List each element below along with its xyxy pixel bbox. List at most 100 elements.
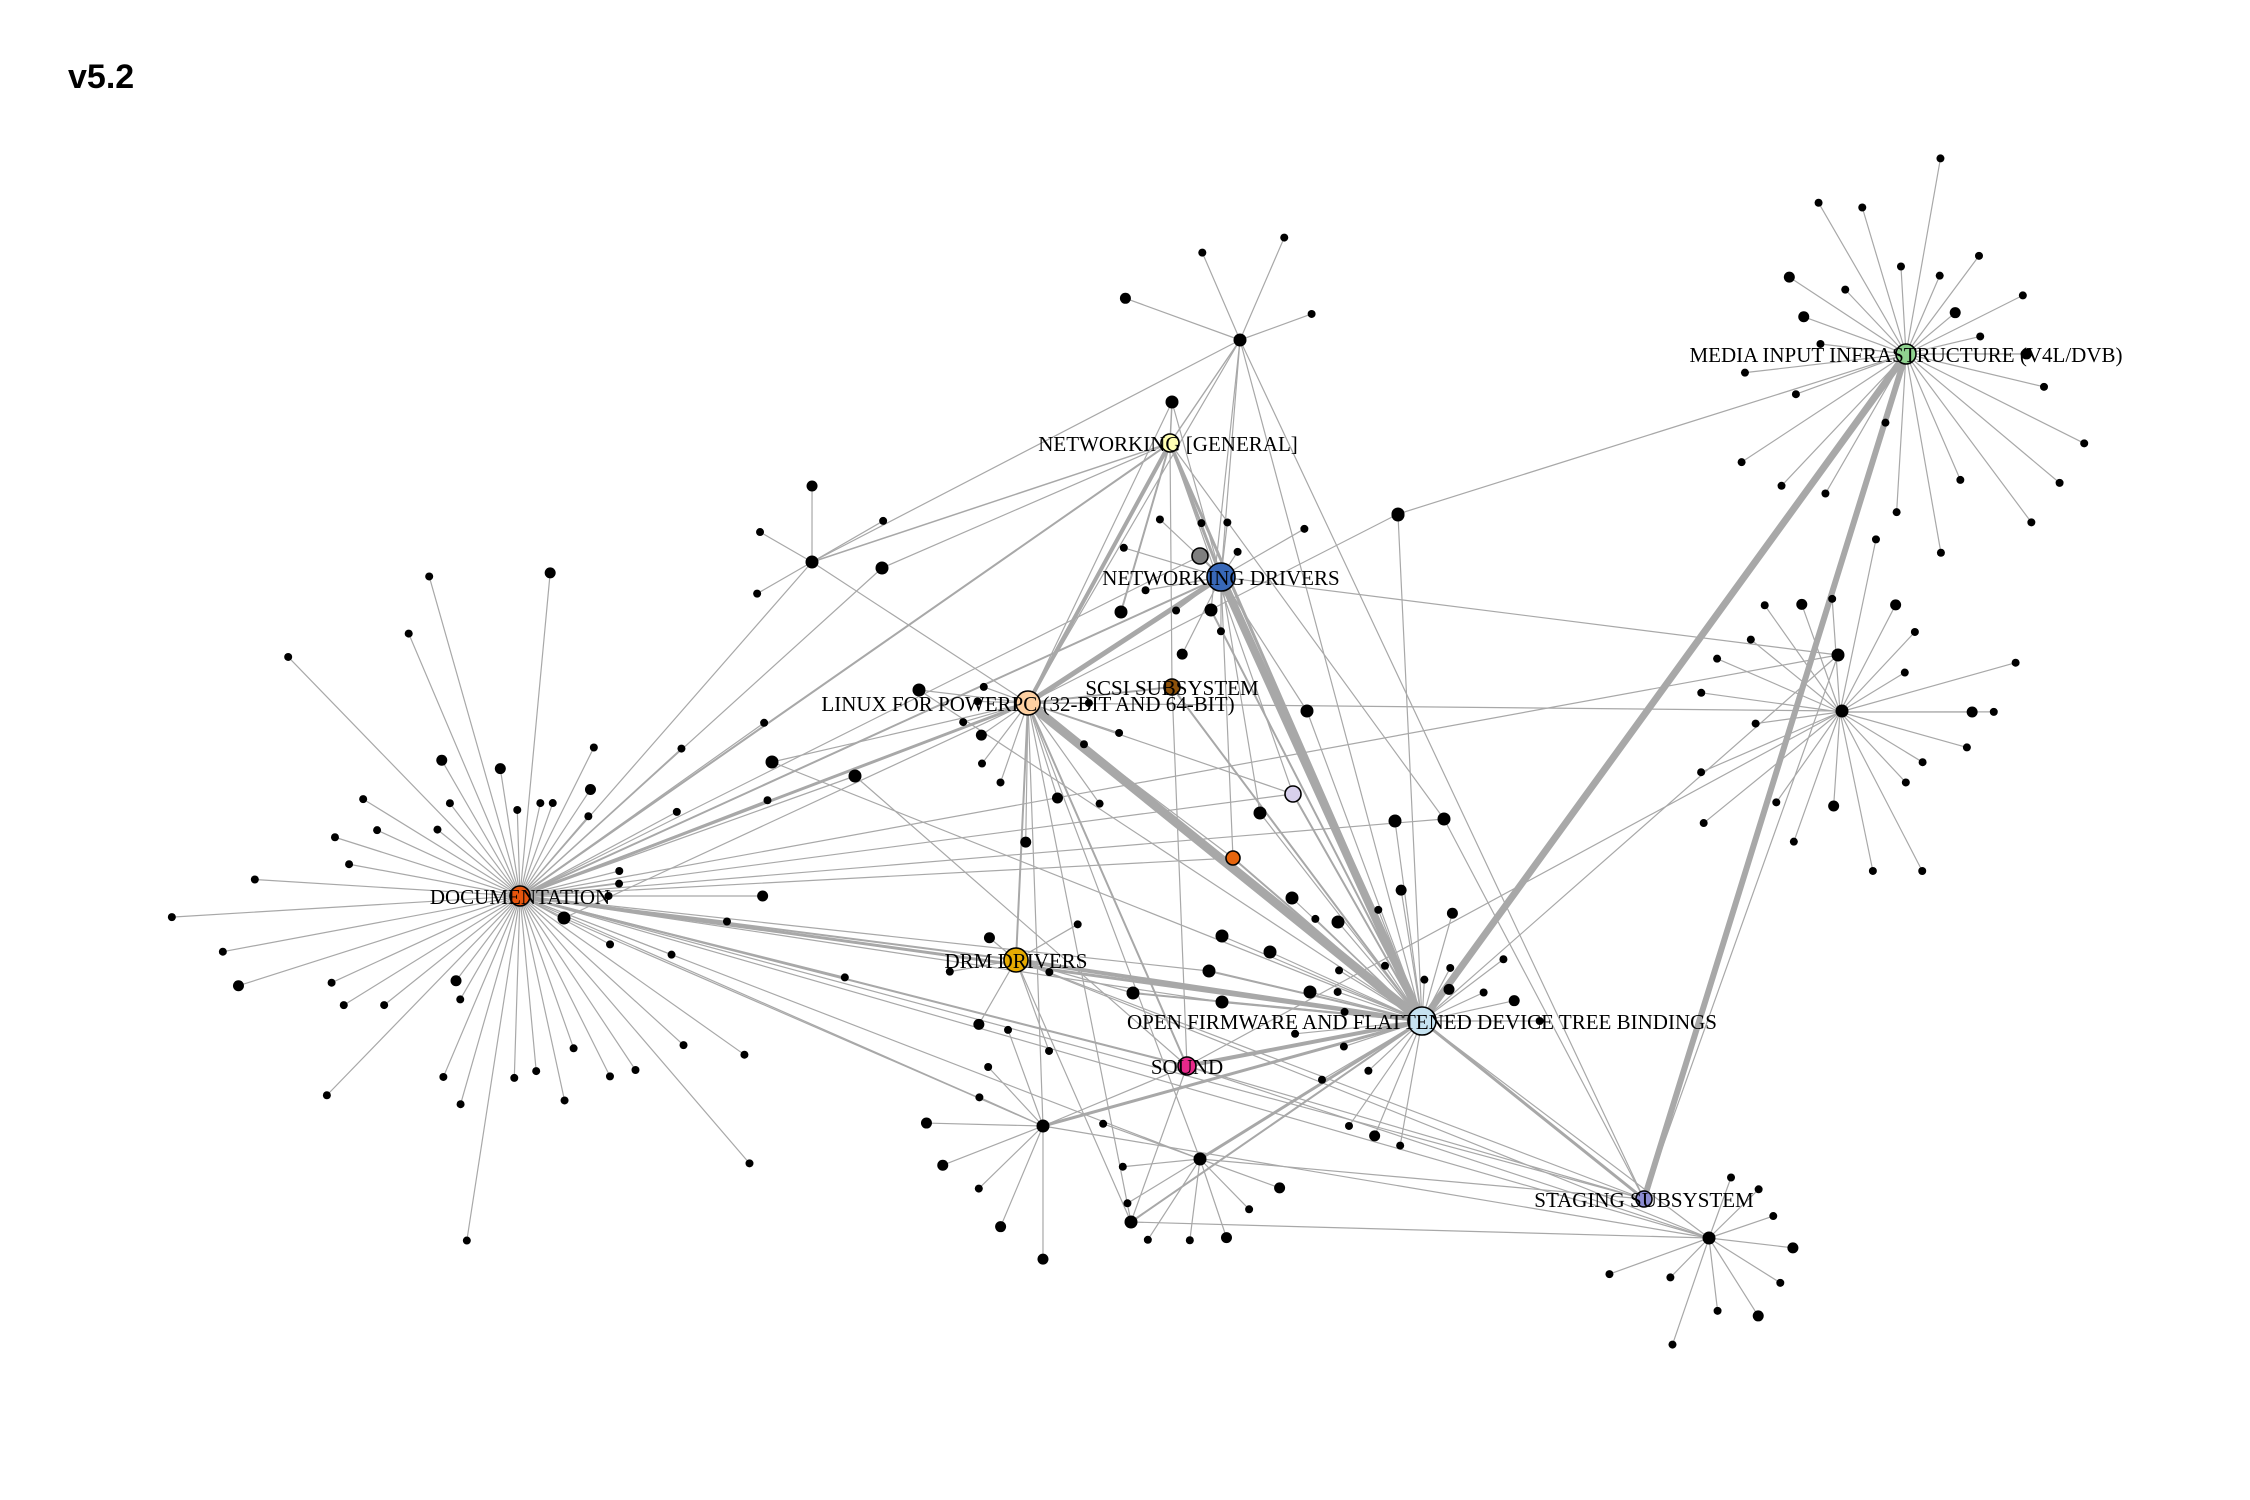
leaf-node[interactable] <box>1949 307 1961 319</box>
leaf-node[interactable] <box>806 480 818 492</box>
leaf-node[interactable] <box>322 1091 331 1100</box>
intermediate-node[interactable] <box>1126 986 1140 1000</box>
leaf-node[interactable] <box>606 940 615 949</box>
intermediate-node[interactable] <box>1303 985 1317 999</box>
leaf-node[interactable] <box>1901 778 1910 787</box>
leaf-node[interactable] <box>879 516 888 525</box>
leaf-node[interactable] <box>327 978 336 987</box>
leaf-node[interactable] <box>1760 601 1769 610</box>
leaf-node[interactable] <box>1789 837 1798 846</box>
leaf-node[interactable] <box>1751 719 1760 728</box>
intermediate-node[interactable] <box>1831 648 1845 662</box>
hub-node-drm[interactable] <box>1003 947 1029 973</box>
leaf-node[interactable] <box>1380 961 1389 970</box>
intermediate-node[interactable] <box>1202 964 1216 978</box>
leaf-node[interactable] <box>1737 458 1746 467</box>
intermediate-node[interactable] <box>1124 1215 1138 1229</box>
leaf-node[interactable] <box>510 1073 519 1082</box>
leaf-node[interactable] <box>1900 668 1909 677</box>
leaf-node[interactable] <box>2055 478 2064 487</box>
leaf-node[interactable] <box>1769 1212 1778 1221</box>
leaf-node[interactable] <box>1713 1306 1722 1315</box>
leaf-node[interactable] <box>1073 920 1082 929</box>
leaf-node[interactable] <box>959 718 968 727</box>
leaf-node[interactable] <box>1037 1253 1049 1265</box>
leaf-node[interactable] <box>1668 1340 1677 1349</box>
leaf-node[interactable] <box>1333 987 1342 996</box>
leaf-node[interactable] <box>1099 1119 1108 1128</box>
leaf-node[interactable] <box>1446 907 1458 919</box>
leaf-node[interactable] <box>433 825 442 834</box>
intermediate-node[interactable] <box>1233 333 1247 347</box>
leaf-node[interactable] <box>2080 439 2089 448</box>
leaf-node[interactable] <box>1976 332 1985 341</box>
leaf-node[interactable] <box>995 1221 1007 1233</box>
leaf-node[interactable] <box>1479 988 1488 997</box>
leaf-node[interactable] <box>404 629 413 638</box>
leaf-node[interactable] <box>1746 635 1755 644</box>
leaf-node[interactable] <box>615 879 624 888</box>
leaf-node[interactable] <box>373 826 382 835</box>
leaf-node[interactable] <box>1291 1029 1300 1038</box>
leaf-node[interactable] <box>745 1159 754 1168</box>
leaf-node[interactable] <box>1115 728 1124 737</box>
leaf-node[interactable] <box>1118 1162 1127 1171</box>
leaf-node[interactable] <box>1828 800 1840 812</box>
leaf-node[interactable] <box>1772 798 1781 807</box>
intermediate-node[interactable] <box>1114 605 1128 619</box>
leaf-node[interactable] <box>996 778 1005 787</box>
leaf-node[interactable] <box>1535 1017 1544 1026</box>
leaf-node[interactable] <box>1369 1130 1381 1142</box>
hub-node-sound[interactable] <box>1177 1056 1197 1076</box>
leaf-node[interactable] <box>1374 905 1383 914</box>
intermediate-node[interactable] <box>557 911 571 925</box>
leaf-node[interactable] <box>1155 515 1164 524</box>
leaf-node[interactable] <box>532 1067 541 1076</box>
leaf-node[interactable] <box>1420 975 1429 984</box>
leaf-node[interactable] <box>1339 1042 1348 1051</box>
leaf-node[interactable] <box>974 1184 983 1193</box>
leaf-node[interactable] <box>604 891 613 900</box>
leaf-node[interactable] <box>589 743 598 752</box>
leaf-node[interactable] <box>544 567 556 579</box>
leaf-node[interactable] <box>536 799 545 808</box>
leaf-node[interactable] <box>757 890 769 902</box>
leaf-node[interactable] <box>1004 1025 1013 1034</box>
intermediate-node[interactable] <box>1702 1231 1716 1245</box>
leaf-node[interactable] <box>548 799 557 808</box>
intermediate-node[interactable] <box>1215 929 1229 943</box>
leaf-node[interactable] <box>1344 1121 1353 1130</box>
leaf-node[interactable] <box>1446 963 1455 972</box>
leaf-node[interactable] <box>1395 884 1407 896</box>
leaf-node[interactable] <box>975 729 987 741</box>
leaf-node[interactable] <box>450 975 462 987</box>
leaf-node[interactable] <box>284 652 293 661</box>
leaf-node[interactable] <box>1317 1075 1326 1084</box>
leaf-node[interactable] <box>615 866 624 875</box>
leaf-node[interactable] <box>494 763 506 775</box>
leaf-node[interactable] <box>584 783 596 795</box>
leaf-node[interactable] <box>1307 309 1316 318</box>
hub-node-of[interactable] <box>1407 1006 1437 1036</box>
leaf-node[interactable] <box>1740 368 1749 377</box>
intermediate-node[interactable] <box>1835 704 1849 718</box>
leaf-node[interactable] <box>740 1050 749 1059</box>
leaf-node[interactable] <box>1699 819 1708 828</box>
leaf-node[interactable] <box>1956 475 1965 484</box>
leaf-node[interactable] <box>1280 233 1289 242</box>
leaf-node[interactable] <box>1936 154 1945 163</box>
leaf-node[interactable] <box>631 1065 640 1074</box>
leaf-node[interactable] <box>763 796 772 805</box>
leaf-node[interactable] <box>677 744 686 753</box>
hub-node-doc[interactable] <box>509 885 531 907</box>
leaf-node[interactable] <box>1274 1182 1286 1194</box>
intermediate-node[interactable] <box>912 683 926 697</box>
leaf-node[interactable] <box>1697 768 1706 777</box>
leaf-node[interactable] <box>679 1041 688 1050</box>
hub-node-staging[interactable] <box>1635 1190 1653 1208</box>
leaf-node[interactable] <box>1172 606 1181 615</box>
leaf-node[interactable] <box>232 980 244 992</box>
intermediate-node[interactable] <box>1165 395 1179 409</box>
leaf-node[interactable] <box>1185 1236 1194 1245</box>
hub-node-u3[interactable] <box>1191 547 1209 565</box>
